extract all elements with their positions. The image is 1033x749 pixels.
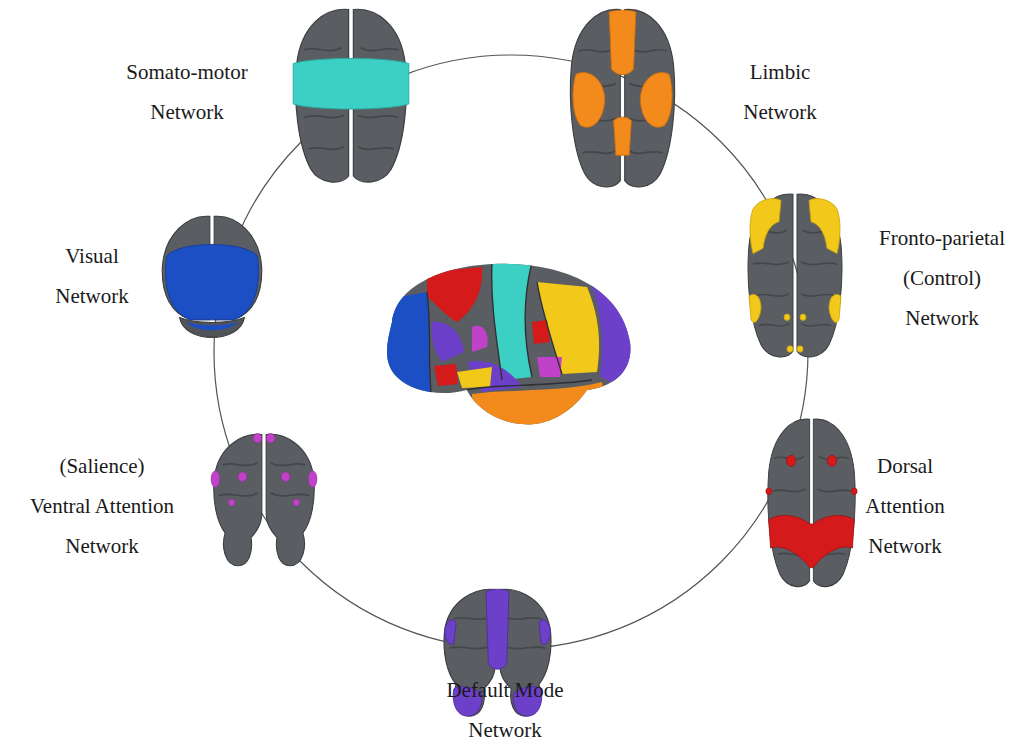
label-line: Network [865, 526, 944, 566]
label-line: Network [55, 276, 128, 316]
label-line: (Control) [879, 258, 1005, 298]
label-line: Ventral Attention [30, 486, 174, 526]
network-label: Somato-motor Network [126, 52, 247, 132]
label-line: Fronto-parietal [879, 218, 1005, 258]
label-line: Network [446, 710, 563, 749]
label-line: Limbic [743, 52, 816, 92]
label-line: Network [879, 298, 1005, 338]
network-label: (Salience) Ventral Attention Network [30, 446, 174, 566]
label-line: Network [743, 92, 816, 132]
label-line: Default Mode [446, 670, 563, 710]
label-line: Dorsal [865, 446, 944, 486]
label-line: (Salience) [30, 446, 174, 486]
label-line: Somato-motor [126, 52, 247, 92]
label-line: Network [30, 526, 174, 566]
label-line: Attention [865, 486, 944, 526]
network-label: Limbic Network [743, 52, 816, 132]
network-label: Dorsal Attention Network [865, 446, 944, 566]
label-line: Network [126, 92, 247, 132]
network-label: Visual Network [55, 236, 128, 316]
network-label: Default Mode Network [446, 670, 563, 749]
label-line: Visual [55, 236, 128, 276]
network-label: Fronto-parietal (Control) Network [879, 218, 1005, 338]
